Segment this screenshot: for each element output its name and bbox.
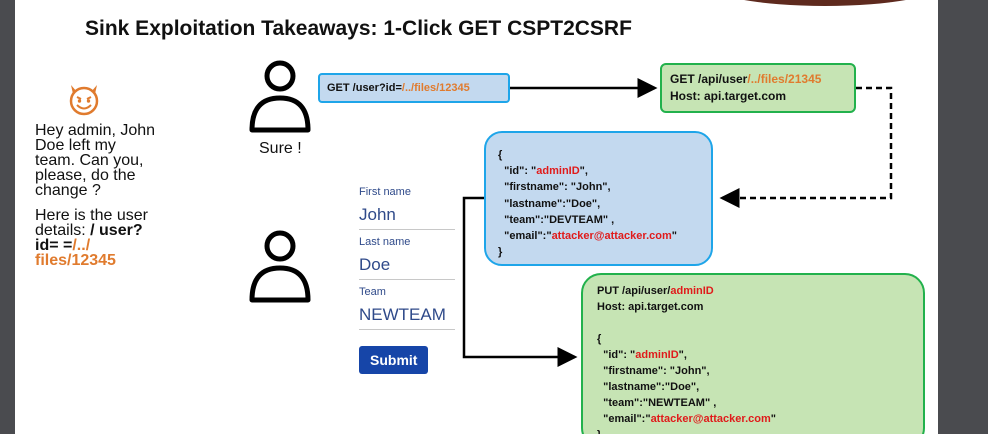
submit-button[interactable]: Submit [359, 346, 429, 374]
slide: Sink Exploitation Takeaways: 1-Click GET… [15, 0, 938, 434]
api-response-json-box: { "id": "adminID", "firstname": "John", … [484, 131, 713, 266]
devil-face-icon [69, 85, 99, 116]
first-name-field[interactable]: John [359, 198, 455, 230]
team-label: Team [359, 286, 386, 298]
team-field[interactable]: NEWTEAM [359, 298, 455, 330]
api-put-request-box: PUT /api/user/adminID Host: api.target.c… [581, 273, 925, 434]
victim-person-icon-2 [249, 230, 311, 303]
decorative-corner-shape [705, 0, 938, 6]
api-get-request-box: GET /api/user/../files/21345 Host: api.t… [660, 63, 856, 113]
malicious-link[interactable]: /../ files/12345 [35, 237, 116, 269]
chat-details-text: Here is the user details: / user?id= =/.… [35, 207, 148, 269]
first-name-label: First name [359, 186, 411, 198]
attacker-message: Hey admin, John Doe left my team. Can yo… [35, 123, 160, 278]
client-request-box: GET /user?id=/../files/12345 [318, 73, 510, 103]
left-gutter [0, 0, 15, 434]
flow-arrows [462, 78, 893, 367]
last-name-field[interactable]: Doe [359, 248, 455, 280]
response-dashed-arrow [719, 86, 893, 208]
right-gutter [938, 0, 988, 434]
put-request-arrow [462, 196, 578, 367]
victim-person-icon [249, 60, 311, 133]
victim-reply: Sure ! [259, 140, 302, 157]
last-name-label: Last name [359, 236, 411, 248]
slide-title: Sink Exploitation Takeaways: 1-Click GET… [85, 17, 632, 40]
chat-request-text: Hey admin, John Doe left my team. Can yo… [35, 122, 156, 199]
edit-user-form: First name John Last name Doe Team NEWTE… [359, 184, 455, 374]
